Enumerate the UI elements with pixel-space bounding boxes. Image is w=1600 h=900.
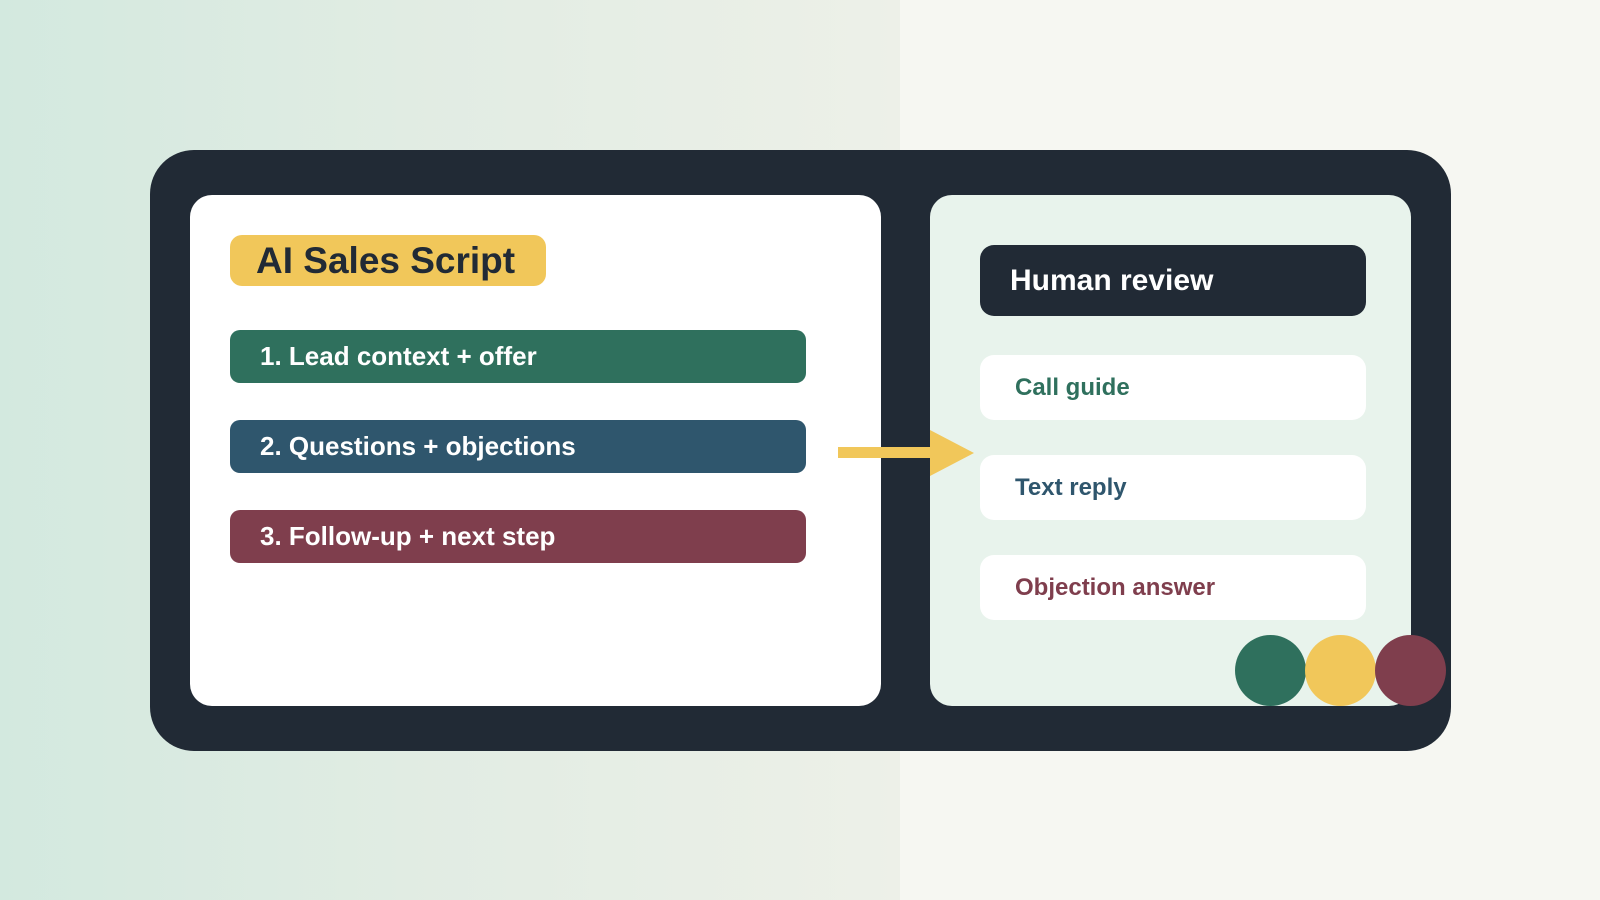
review-header: Human review [980,245,1366,316]
output-text-reply: Text reply [980,455,1366,520]
arrow-right-icon [838,430,974,476]
decor-dot-red [1375,635,1446,706]
decor-dot-green [1235,635,1306,706]
decor-dot-yellow [1305,635,1376,706]
step-questions-objections: 2. Questions + objections [230,420,806,473]
step-follow-up: 3. Follow-up + next step [230,510,806,563]
output-call-guide: Call guide [980,355,1366,420]
step-lead-context: 1. Lead context + offer [230,330,806,383]
output-objection-answer: Objection answer [980,555,1366,620]
diagram-title: AI Sales Script [230,235,546,286]
